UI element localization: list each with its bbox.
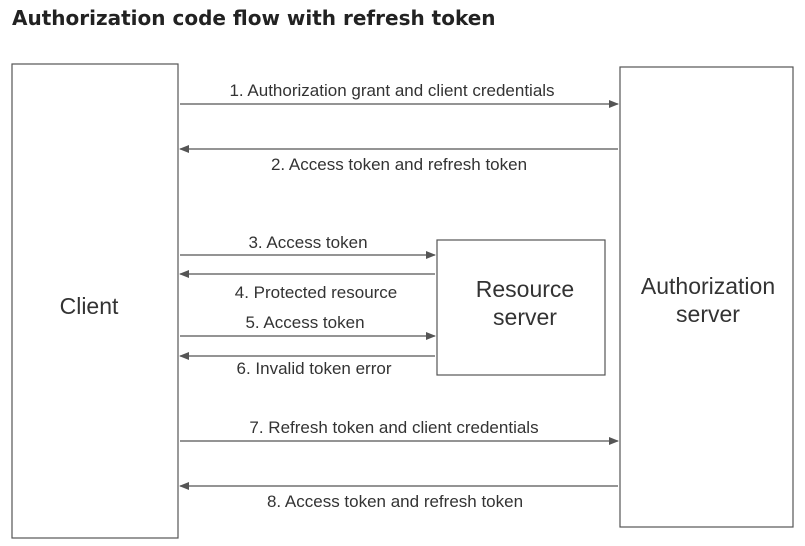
resource-server-label-line2: server xyxy=(493,304,557,330)
message-8-label: 8. Access token and refresh token xyxy=(267,492,523,511)
client-box xyxy=(11,63,179,539)
resource-server-label-line1: Resource xyxy=(476,276,574,302)
diagram-title: Authorization code flow with refresh tok… xyxy=(12,6,496,30)
client-label: Client xyxy=(60,293,119,319)
message-7-label: 7. Refresh token and client credentials xyxy=(249,418,538,437)
message-4-label: 4. Protected resource xyxy=(235,283,398,302)
message-1-label: 1. Authorization grant and client creden… xyxy=(229,81,554,100)
authorization-server-box xyxy=(619,66,794,528)
resource-server-box xyxy=(436,239,606,376)
message-5-label: 5. Access token xyxy=(245,313,364,332)
message-3-label: 3. Access token xyxy=(248,233,367,252)
authorization-server-label-line1: Authorization xyxy=(641,273,775,299)
message-2-label: 2. Access token and refresh token xyxy=(271,155,527,174)
message-6-label: 6. Invalid token error xyxy=(237,359,392,378)
authorization-server-label-line2: server xyxy=(676,301,740,327)
